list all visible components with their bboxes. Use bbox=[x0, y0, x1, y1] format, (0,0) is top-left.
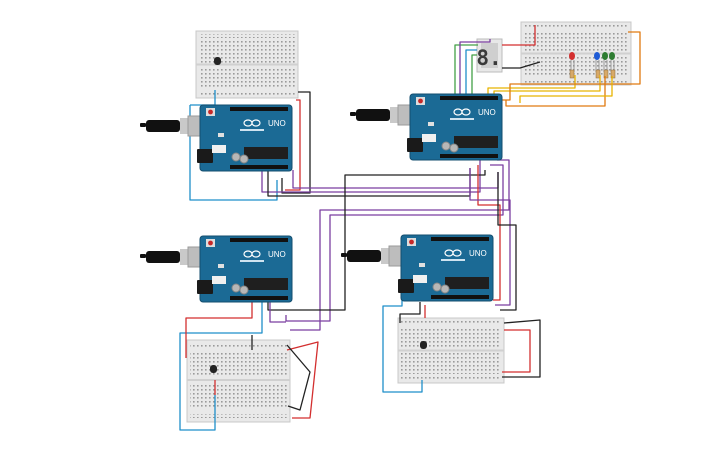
sensor-component[interactable] bbox=[420, 341, 427, 349]
wire-purple bbox=[285, 164, 504, 322]
resistor[interactable] bbox=[569, 69, 575, 79]
wire-red bbox=[477, 165, 501, 301]
wire-purple bbox=[261, 160, 481, 193]
arduino-logo-icon bbox=[240, 119, 264, 131]
wire-purple bbox=[290, 159, 510, 331]
wire-green bbox=[454, 44, 478, 95]
board-label: UNO bbox=[469, 249, 487, 258]
wire-red bbox=[185, 302, 253, 358]
usb-cable[interactable] bbox=[350, 104, 413, 126]
wires bbox=[179, 25, 641, 431]
arduino-uno-board[interactable]: UNO bbox=[350, 93, 503, 161]
display-digit: 8. bbox=[476, 46, 501, 70]
usb-cable[interactable] bbox=[140, 115, 203, 137]
resistor[interactable] bbox=[603, 69, 609, 79]
arduino-uno-board[interactable]: UNO bbox=[140, 235, 293, 303]
sensor-component[interactable] bbox=[214, 57, 221, 65]
arduino-logo-icon bbox=[441, 249, 465, 261]
arduino-logo-icon bbox=[450, 108, 474, 120]
wire-green bbox=[471, 54, 477, 95]
wire-red bbox=[502, 25, 536, 46]
usb-cable[interactable] bbox=[140, 246, 203, 268]
wire-red bbox=[285, 99, 301, 191]
sensor-component[interactable] bbox=[210, 365, 217, 373]
breadboard-top-left[interactable] bbox=[195, 30, 299, 99]
wire-blue bbox=[465, 49, 477, 95]
seven-segment-display[interactable]: 8. bbox=[476, 38, 503, 73]
wire-blue bbox=[179, 302, 263, 431]
wire-blue bbox=[382, 300, 423, 393]
breadboard-bottom-right[interactable] bbox=[397, 317, 505, 384]
wire-blue bbox=[189, 105, 278, 201]
wire-purple bbox=[292, 170, 499, 189]
arduino-uno-board[interactable]: UNO bbox=[140, 104, 293, 172]
breadboard-top-right[interactable] bbox=[520, 21, 632, 86]
wire-yellow bbox=[487, 75, 576, 95]
wire-purple bbox=[469, 168, 511, 306]
wire-black bbox=[399, 302, 421, 323]
resistor[interactable] bbox=[610, 69, 616, 79]
arduino-uno-board[interactable]: UNO bbox=[341, 234, 494, 302]
arduino-logo-icon bbox=[240, 250, 264, 262]
wire-purple bbox=[459, 39, 491, 95]
wire-yellow bbox=[493, 75, 601, 95]
wire-black bbox=[267, 170, 486, 311]
led-group[interactable] bbox=[569, 52, 616, 79]
wire-black bbox=[502, 61, 541, 69]
breadboard-bottom-left[interactable] bbox=[186, 339, 291, 423]
wire-black bbox=[281, 91, 311, 194]
wire-purple bbox=[269, 302, 286, 323]
wire-yellow bbox=[519, 76, 613, 103]
wire-black bbox=[497, 172, 517, 311]
wire-red bbox=[286, 341, 319, 419]
wire-orange bbox=[505, 76, 606, 107]
board-label: UNO bbox=[268, 250, 286, 259]
usb-cable[interactable] bbox=[341, 245, 404, 267]
resistor[interactable] bbox=[595, 69, 601, 79]
board-label: UNO bbox=[478, 108, 496, 117]
board-label: UNO bbox=[268, 119, 286, 128]
wire-black bbox=[286, 344, 311, 411]
wire-black bbox=[502, 319, 541, 378]
wire-red bbox=[502, 329, 531, 373]
